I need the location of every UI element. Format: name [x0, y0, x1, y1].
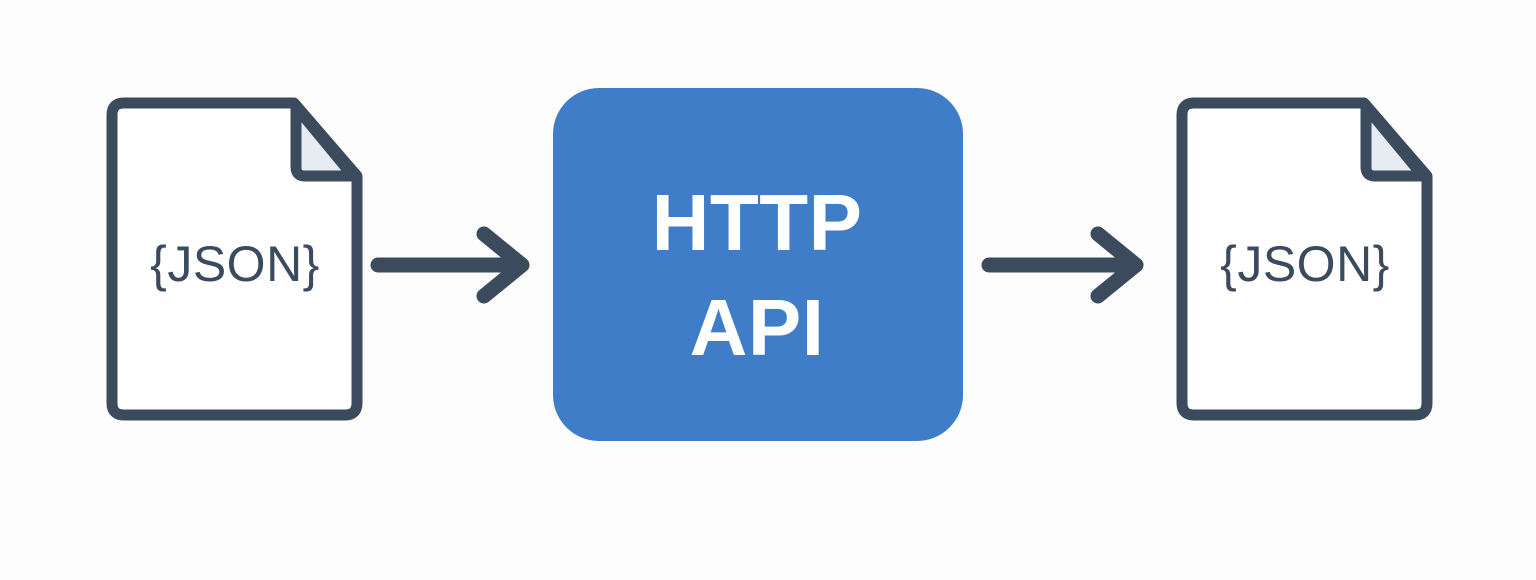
api-service-label-line1: HTTP [652, 178, 863, 267]
document-fold-corner-icon [1360, 101, 1429, 182]
api-service-box [553, 88, 963, 441]
document-outline-icon [1176, 97, 1433, 421]
arrow-head-chevron-icon [476, 226, 530, 304]
request-arrow [370, 226, 530, 304]
arrow-head-chevron-icon [1090, 226, 1144, 304]
document-fold-corner-icon [290, 101, 359, 182]
response-document-label: {JSON} [1220, 236, 1390, 292]
api-service-node[interactable]: HTTP API [553, 88, 963, 441]
response-arrow [981, 226, 1144, 304]
request-document-node[interactable]: {JSON} [106, 97, 363, 421]
document-outline-icon [106, 97, 363, 421]
response-document-node[interactable]: {JSON} [1176, 97, 1433, 421]
request-document-label: {JSON} [150, 236, 320, 292]
api-service-label-line2: API [690, 283, 825, 372]
